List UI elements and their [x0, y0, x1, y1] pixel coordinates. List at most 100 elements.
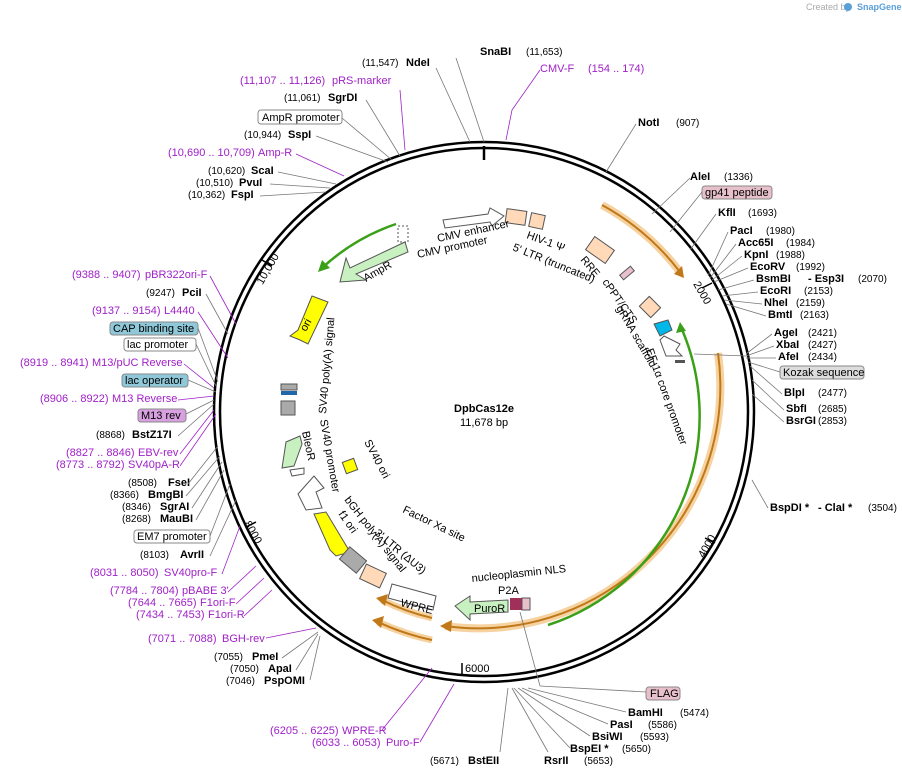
primer-m13-reverse[interactable]: M13 Reverse	[112, 393, 177, 405]
primer-f1ori-r[interactable]: F1ori-R	[208, 609, 245, 621]
enzyme-bsiwi[interactable]: BsiWI	[592, 731, 623, 743]
ltr5-feature[interactable]	[528, 212, 546, 230]
enzyme-apai[interactable]: ApaI	[268, 663, 292, 675]
f1-ori-feature[interactable]	[313, 511, 351, 557]
enzyme-rsrii[interactable]: RsrII	[544, 755, 568, 767]
box-m13-rev[interactable]	[137, 408, 187, 423]
kozak-feature[interactable]	[675, 360, 685, 363]
primer-cmv-f[interactable]: CMV-F	[540, 63, 575, 75]
label-m13-rev: M13 rev	[141, 410, 181, 422]
primer-puro-f[interactable]: Puro-F	[386, 737, 420, 749]
enzyme-bspdi[interactable]: BspDI *	[770, 502, 810, 514]
enzyme-kfli[interactable]: KflI	[718, 207, 736, 219]
primer-sv40pro-f[interactable]: SV40pro-F	[164, 567, 217, 579]
box-lac-operator[interactable]	[121, 373, 189, 388]
enzyme-nhei[interactable]: NheI	[764, 297, 788, 309]
enzyme-sbfi[interactable]: SbfI	[786, 403, 807, 415]
hiv-psi-feature[interactable]	[504, 208, 528, 226]
primer-l4440[interactable]: L4440	[164, 305, 195, 317]
enzyme-clai[interactable]: - ClaI *	[818, 502, 853, 514]
enzyme-fspi[interactable]: FspI	[231, 189, 254, 201]
enzyme-bmti[interactable]: BmtI	[768, 309, 792, 321]
p2a-feature[interactable]	[510, 598, 522, 610]
cmv-enhancer-feature[interactable]	[442, 207, 505, 229]
enzyme-snabi[interactable]: SnaBI	[480, 46, 511, 58]
enzyme-bsrgi[interactable]: BsrGI	[786, 415, 816, 427]
enzyme-maubi[interactable]: MauBI	[160, 513, 193, 525]
ori-feature[interactable]	[288, 295, 329, 345]
enzyme-bstz17i[interactable]: BstZ17I	[132, 429, 172, 441]
enzyme-agei[interactable]: AgeI	[774, 327, 798, 339]
enzyme-pasi[interactable]: PasI	[610, 719, 633, 731]
primer-f1ori-f[interactable]: F1ori-F	[200, 597, 236, 609]
enzyme-pspomi[interactable]: PspOMI	[264, 675, 305, 687]
ampr-promoter-feature[interactable]	[397, 225, 409, 243]
enzyme-avrii[interactable]: AvrII	[180, 549, 204, 561]
primer-bgh-rev[interactable]: BGH-rev	[222, 633, 265, 645]
box-kozak[interactable]	[779, 365, 865, 380]
rre-feature[interactable]	[584, 235, 616, 265]
primer-ebv-rev[interactable]: EBV-rev	[138, 447, 179, 459]
label-ori: ori	[298, 317, 314, 333]
enzyme-bamhi[interactable]: BamHI	[628, 707, 663, 719]
nls-feature[interactable]	[521, 597, 531, 611]
enzyme-ndei[interactable]: NdeI	[406, 57, 430, 69]
sv40-ori-feature[interactable]	[341, 457, 359, 475]
enzyme-ecori[interactable]: EcoRI	[760, 285, 791, 297]
gp41-feature[interactable]	[619, 265, 635, 281]
enzyme-sgrai[interactable]: SgrAI	[160, 501, 189, 513]
grna-scaffold-feature[interactable]	[653, 319, 673, 337]
primer-wpre-r[interactable]: WPRE-R	[342, 725, 387, 737]
enzyme-bsteii[interactable]: BstEII	[468, 755, 499, 767]
enzyme-alei[interactable]: AleI	[690, 171, 710, 183]
primer-pbr322ori-f[interactable]: pBR322ori-F	[145, 269, 208, 281]
enzyme-fsei[interactable]: FseI	[168, 477, 190, 489]
primer-pbabe[interactable]: pBABE 3'	[182, 585, 229, 597]
primer-f1ori-r-range: (7434 .. 7453)	[136, 609, 205, 621]
enzyme-esp3i[interactable]: - Esp3I	[808, 273, 844, 285]
em7-feature[interactable]	[289, 467, 305, 477]
ef1a-feature[interactable]	[659, 335, 684, 357]
enzyme-pvui[interactable]: PvuI	[239, 177, 262, 189]
enzyme-bspei[interactable]: BspEI *	[570, 743, 609, 755]
enzyme-afei[interactable]: AfeI	[778, 351, 799, 363]
ltr3-feature[interactable]	[358, 563, 388, 589]
bgh-feature[interactable]	[338, 546, 368, 574]
enzyme-noti[interactable]: NotI	[638, 117, 659, 129]
box-ampr-promoter[interactable]	[257, 109, 343, 125]
enzyme-scai[interactable]: ScaI	[251, 165, 274, 177]
m13-rev-feature[interactable]	[280, 400, 296, 416]
ampr-feature[interactable]	[339, 241, 409, 283]
bleor-feature[interactable]	[281, 435, 303, 469]
lac-operator-feature[interactable]	[280, 383, 298, 391]
primer-amp-r[interactable]: Amp-R	[258, 147, 292, 159]
enzyme-sspi[interactable]: SspI	[288, 129, 311, 141]
puror-feature[interactable]	[454, 595, 509, 622]
green-orf-line[interactable]	[547, 324, 701, 627]
enzyme-xbai[interactable]: XbaI	[776, 339, 799, 351]
cppt-feature[interactable]	[638, 295, 662, 319]
enzyme-pcii[interactable]: PciI	[182, 287, 202, 299]
ampr-arc[interactable]	[321, 222, 397, 269]
enzyme-acc65i[interactable]: Acc65I	[738, 237, 773, 249]
cap-binding-feature[interactable]	[281, 391, 297, 395]
enzyme-bmgbi[interactable]: BmgBI	[148, 489, 183, 501]
enzyme-sgrdi[interactable]: SgrDI	[328, 92, 357, 104]
enzyme-bsmbi[interactable]: BsmBI	[756, 273, 791, 285]
lead-m13-rev	[185, 399, 215, 415]
label-ampr-promoter: AmpR promoter	[262, 112, 340, 124]
enzyme-kpni[interactable]: KpnI	[744, 249, 768, 261]
box-em7[interactable]	[133, 529, 211, 544]
enzyme-pmei[interactable]: PmeI	[252, 651, 278, 663]
box-flag[interactable]	[645, 686, 681, 701]
primer-sv40pa-r[interactable]: SV40pA-R	[128, 459, 180, 471]
primer-prs-marker[interactable]: pRS-marker	[332, 75, 392, 87]
enzyme-paci[interactable]: PacI	[730, 225, 753, 237]
enzyme-blpi[interactable]: BlpI	[784, 387, 805, 399]
primer-m13puc[interactable]: M13/pUC Reverse	[92, 357, 182, 369]
wpre-feature[interactable]	[387, 583, 437, 611]
lead-gp41	[669, 191, 703, 233]
enzyme-ecorv[interactable]: EcoRV	[750, 261, 786, 273]
cas12e-orf-arc[interactable]	[444, 352, 725, 633]
sv40-promoter-feature[interactable]	[297, 475, 325, 511]
